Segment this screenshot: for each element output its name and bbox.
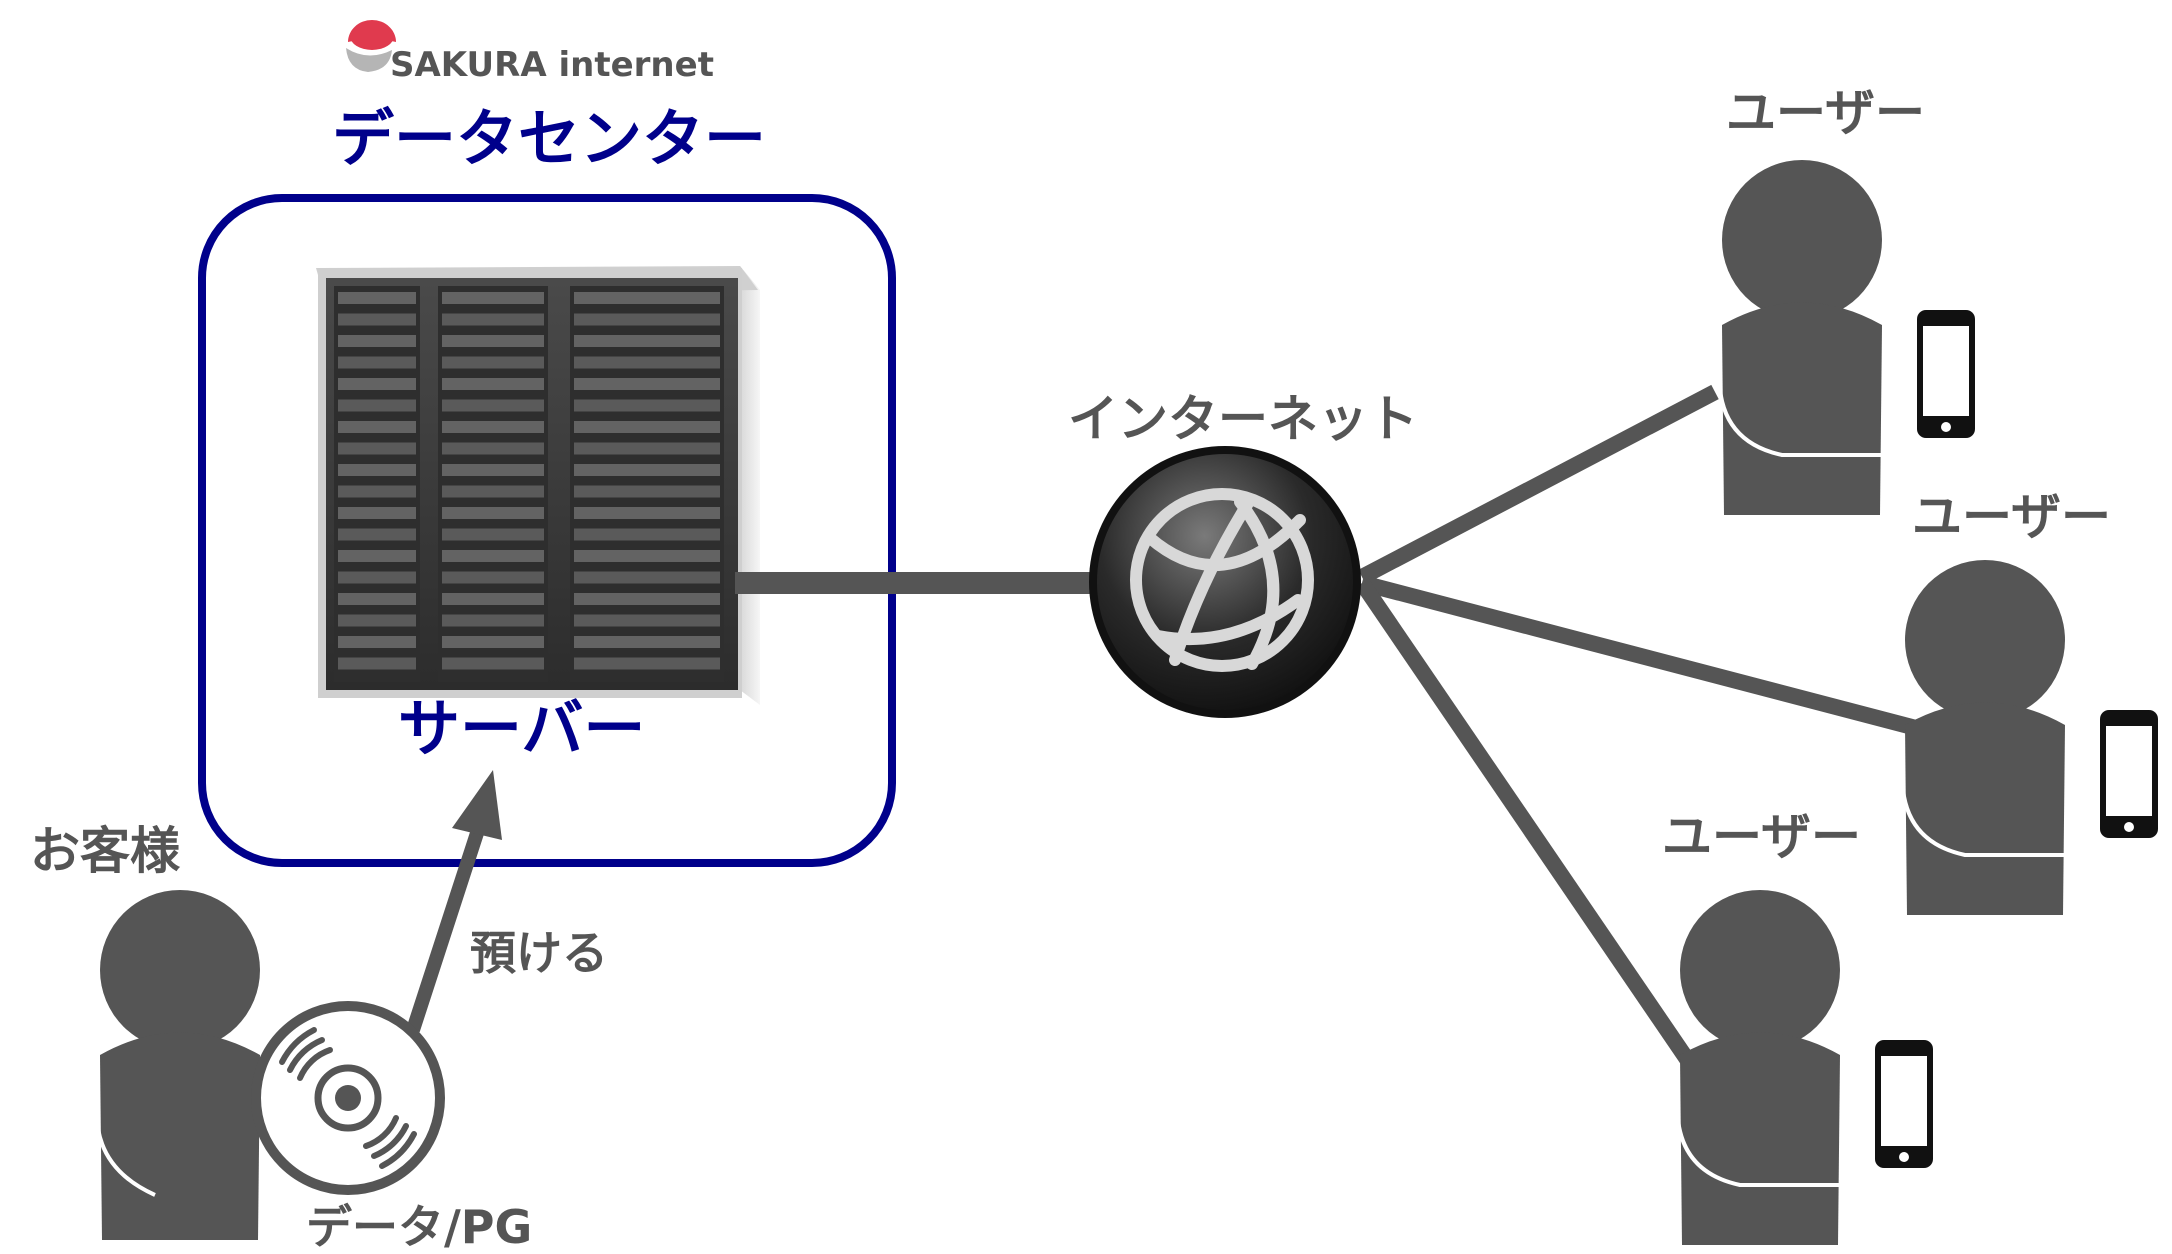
server-slat [338, 528, 416, 541]
server-slat [442, 636, 544, 648]
user-silhouette-icon [1900, 560, 2105, 915]
internet-user1-line [1358, 384, 1719, 585]
server-slat [442, 292, 544, 304]
server-slat [338, 593, 416, 605]
server-slat [338, 442, 416, 455]
server-slat [574, 614, 720, 627]
server-slat [442, 593, 544, 605]
server-slat [442, 313, 544, 326]
customer-label: お客様 [30, 822, 180, 880]
server-slat [574, 464, 720, 476]
server-slat [442, 657, 544, 670]
logo-text: SAKURA internet [390, 45, 714, 85]
server-slat [574, 399, 720, 412]
server-rack-icon [316, 266, 760, 705]
user-silhouette-icon [1717, 160, 1922, 515]
smartphone-icon [2100, 710, 2158, 838]
server-slat [442, 421, 544, 433]
connector-lines [735, 384, 1938, 1073]
server-slat [574, 636, 720, 648]
server-slat [574, 571, 720, 584]
server-slat [442, 550, 544, 562]
user-silhouette-icon [1675, 890, 1880, 1245]
customer-silhouette-icon [100, 890, 260, 1240]
server-label: サーバー [398, 692, 646, 765]
server-slat [338, 313, 416, 326]
server-slat [338, 571, 416, 584]
server-slat [574, 313, 720, 326]
datacenter-box [198, 194, 896, 867]
sakura-logo-icon [346, 20, 396, 72]
server-slat [574, 335, 720, 347]
server-slat [338, 550, 416, 562]
server-slat [574, 442, 720, 455]
user-label-2: ユーザー [1912, 488, 2111, 546]
server-slat [338, 485, 416, 498]
server-slat [338, 636, 416, 648]
smartphone-icon [1917, 310, 1975, 438]
server-slat [574, 356, 720, 369]
server-slat [338, 464, 416, 476]
server-slat [338, 657, 416, 670]
server-slat [442, 507, 544, 519]
upload-arrow [406, 770, 502, 1033]
server-slat [442, 356, 544, 369]
server-slat [574, 292, 720, 304]
server-slat [442, 464, 544, 476]
server-slat [338, 292, 416, 304]
server-slat [442, 442, 544, 455]
server-slat [442, 335, 544, 347]
server-slat [442, 614, 544, 627]
server-slat [338, 507, 416, 519]
server-slat [574, 528, 720, 541]
server-slat [574, 657, 720, 670]
datacenter-title: データセンター [332, 102, 767, 175]
server-slat [574, 485, 720, 498]
server-slat [338, 399, 416, 412]
server-slat [338, 614, 416, 627]
server-slat [338, 356, 416, 369]
server-slat [574, 378, 720, 390]
disc-icon [251, 1001, 445, 1195]
internet-user2-line [1359, 575, 1938, 741]
internet-label: インターネット [1068, 390, 1418, 448]
server-slat [338, 421, 416, 433]
server-slat [442, 528, 544, 541]
user-label-3: ユーザー [1662, 808, 1861, 866]
server-slat [442, 378, 544, 390]
server-slat [574, 550, 720, 562]
server-slat [574, 421, 720, 433]
server-slat [338, 378, 416, 390]
server-slat [574, 593, 720, 605]
server-slat [442, 571, 544, 584]
user-label-1: ユーザー [1726, 84, 1925, 142]
server-slat [574, 507, 720, 519]
data-pg-label: データ/PG [306, 1200, 533, 1254]
customer-arm-icon [94, 1094, 156, 1197]
deposit-label: 預ける [470, 926, 608, 980]
globe-icon [1089, 446, 1361, 718]
smartphone-icon [1875, 1040, 1933, 1168]
server-slat [338, 335, 416, 347]
server-slat [442, 485, 544, 498]
internet-user3-line [1355, 578, 1700, 1073]
server-slat [442, 399, 544, 412]
